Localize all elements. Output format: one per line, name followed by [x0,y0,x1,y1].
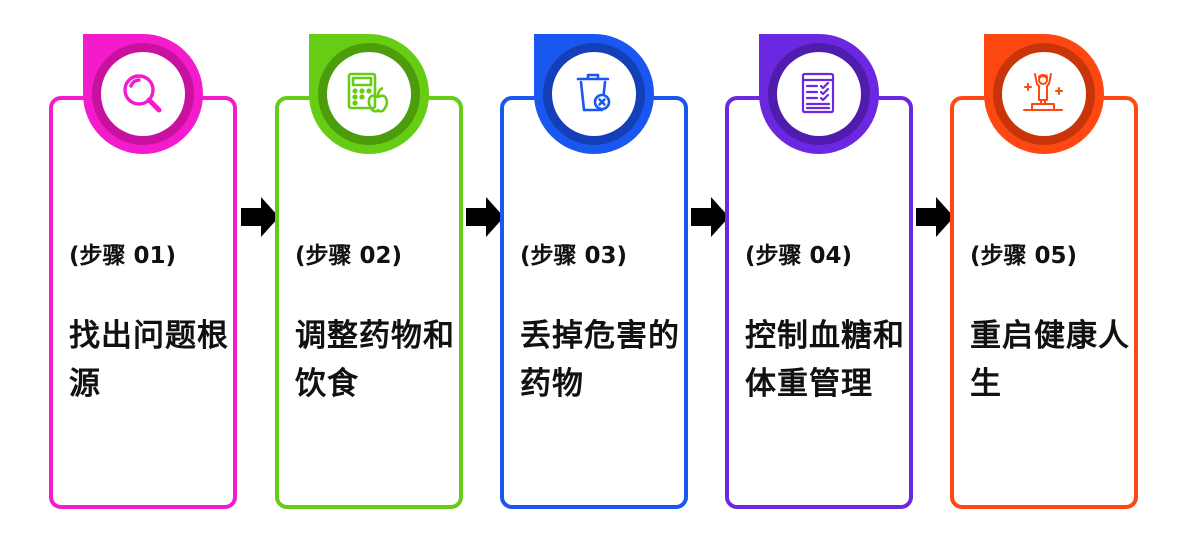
checklist-icon [801,72,835,114]
step-card-04: (步骤 04) 控制血糖和体重管理 [725,96,913,509]
step-title: 找出问题根源 [69,318,229,402]
step-badge-01 [83,34,203,154]
step-label: (步骤 02) [295,243,403,269]
step-label: (步骤 04) [745,243,853,269]
person-on-podium-icon [1023,73,1063,111]
step-badge-05 [984,34,1104,154]
step-label: (步骤 05) [970,243,1078,269]
calculator-apple-icon [347,72,389,113]
step-title: 调整药物和饮食 [295,318,455,402]
step-label: (步骤 01) [69,243,177,269]
step-badge-02 [309,34,429,154]
step-title: 重启健康人生 [970,318,1130,402]
arrow-right-icon [916,197,954,237]
step-card-02: (步骤 02) 调整药物和饮食 [275,96,463,509]
step-title: 丢掉危害的药物 [520,318,680,402]
arrow-right-icon [466,197,504,237]
magnifier-icon [123,74,162,113]
arrow-right-icon [241,197,279,237]
trash-can-icon [576,73,611,112]
arrow-right-icon [691,197,729,237]
step-badge-03 [534,34,654,154]
step-badge-04 [759,34,879,154]
step-card-05: (步骤 05) 重启健康人生 [950,96,1138,509]
step-label: (步骤 03) [520,243,628,269]
step-card-03: (步骤 03) 丢掉危害的药物 [500,96,688,509]
step-title: 控制血糖和体重管理 [745,318,905,402]
step-card-01: (步骤 01) 找出问题根源 [49,96,237,509]
